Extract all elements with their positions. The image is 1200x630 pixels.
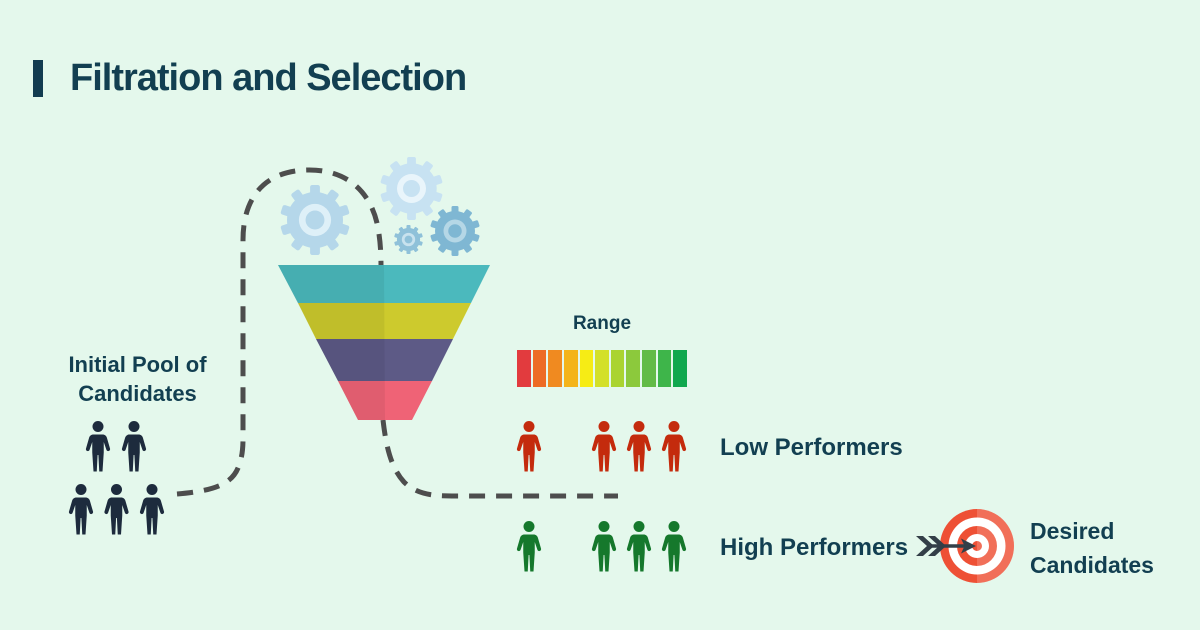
funnel-layer bbox=[338, 381, 432, 420]
funnel-shade bbox=[278, 265, 385, 420]
person-icon bbox=[661, 521, 687, 572]
gear-icon bbox=[380, 157, 443, 220]
person-icon bbox=[661, 421, 687, 472]
range-segment bbox=[548, 350, 562, 387]
person-icon bbox=[626, 521, 652, 572]
gear-icon bbox=[280, 185, 350, 255]
person-icon bbox=[626, 421, 652, 472]
funnel-layer bbox=[316, 339, 453, 381]
low-performers-label: Low Performers bbox=[720, 434, 903, 461]
initial-pool-row2 bbox=[68, 484, 165, 535]
person-icon bbox=[516, 521, 542, 572]
desired-candidates-label: Desired Candidates bbox=[1030, 518, 1154, 578]
funnel bbox=[278, 265, 490, 420]
high-performers-label: High Performers bbox=[720, 534, 909, 561]
person-icon bbox=[85, 421, 111, 472]
high-performer-group bbox=[591, 521, 687, 572]
range-gradient-bar bbox=[517, 350, 688, 387]
person-icon bbox=[104, 484, 129, 535]
gear-icon bbox=[394, 225, 423, 254]
person-icon bbox=[121, 421, 147, 472]
person-icon bbox=[68, 484, 94, 535]
gear-icon bbox=[430, 206, 480, 256]
range-segment bbox=[673, 350, 688, 387]
flow-dash-out bbox=[380, 419, 618, 499]
low-performer-group bbox=[591, 421, 687, 472]
range-segment bbox=[610, 350, 625, 387]
funnel-layer bbox=[298, 303, 471, 339]
funnel-layer bbox=[278, 265, 490, 303]
range-segment bbox=[595, 350, 609, 387]
target-icon bbox=[940, 509, 1014, 583]
range-segment bbox=[642, 350, 656, 387]
page-title: Filtration and Selection bbox=[70, 57, 467, 99]
person-icon bbox=[516, 421, 542, 472]
range-segment bbox=[532, 350, 547, 387]
flow-dash-in bbox=[176, 167, 384, 497]
title-accent-bar bbox=[33, 60, 43, 97]
arrow-icon bbox=[916, 536, 976, 556]
person-icon bbox=[591, 521, 617, 572]
high-performer-single bbox=[516, 521, 542, 572]
range-segment bbox=[563, 350, 578, 387]
initial-pool-label: Initial Pool of Candidates bbox=[68, 352, 207, 406]
range-label: Range bbox=[572, 313, 632, 334]
person-icon bbox=[139, 484, 165, 535]
low-performer-single bbox=[516, 421, 542, 472]
person-icon bbox=[591, 421, 617, 472]
initial-pool-row1 bbox=[85, 421, 147, 472]
range-segment bbox=[517, 350, 531, 387]
range-segment bbox=[626, 350, 641, 387]
range-segment bbox=[657, 350, 672, 387]
range-segment bbox=[579, 350, 594, 387]
